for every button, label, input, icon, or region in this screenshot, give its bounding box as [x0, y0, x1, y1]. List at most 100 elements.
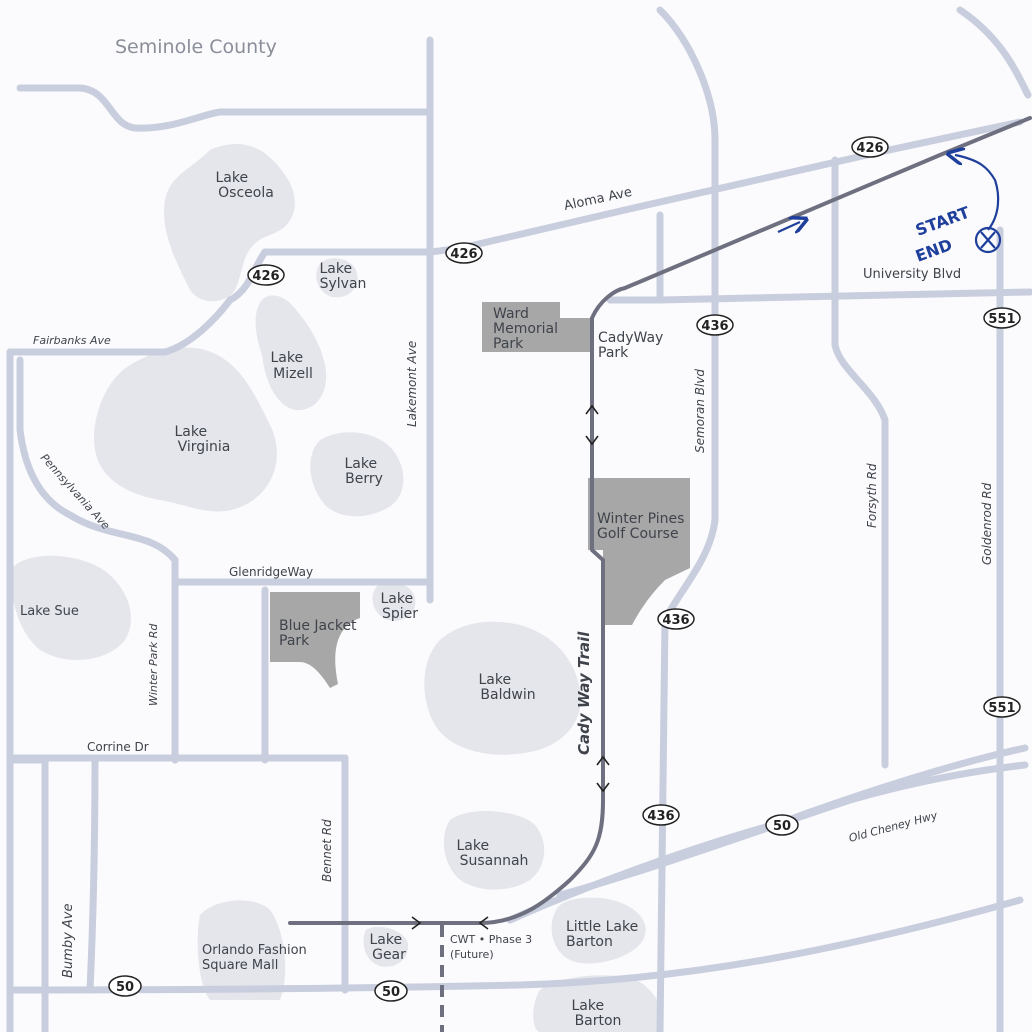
lakes	[10, 144, 662, 1032]
lake-spier-label: Lake Spier	[380, 591, 418, 622]
svg-text:50: 50	[116, 980, 134, 995]
lake-mizell-label: Lake Mizell	[270, 350, 312, 382]
goldenrod-rd-label: Goldenrod Rd	[980, 482, 994, 565]
bennet-rd-label: Bennet Rd	[320, 819, 334, 882]
road-sw-connector	[6, 756, 49, 1032]
svg-text:50: 50	[773, 819, 791, 834]
cadyway-park-label: CadyWay Park	[598, 330, 668, 361]
ward-park-label: Ward Memorial Park	[493, 306, 562, 352]
svg-text:551: 551	[988, 312, 1015, 327]
winter-pines-label: Winter Pines Golf Course	[597, 511, 689, 542]
blue-jacket-shape	[270, 592, 360, 688]
chevron-down-icon	[585, 435, 599, 446]
shield-436-north: 436	[696, 314, 734, 336]
lake-virginia-shape	[94, 347, 277, 512]
lake-gear-shape	[363, 926, 409, 967]
svg-text:436: 436	[662, 613, 689, 628]
shield-426-west: 426	[247, 264, 285, 286]
lake-sylvan-shape	[316, 258, 358, 298]
road-upper-right	[956, 6, 1032, 99]
glenridge-way-label: GlenridgeWay	[229, 565, 313, 579]
shield-50-mid: 50	[374, 980, 408, 1002]
mall-area-shape	[197, 900, 286, 1000]
lake-berry-shape	[310, 432, 404, 517]
route-shields: 426 426 426 436 436 436 551 551	[108, 136, 1021, 1002]
start-end-x-icon	[974, 226, 1002, 254]
road-50	[6, 896, 1024, 994]
chevron-left-icon	[478, 916, 489, 930]
lake-susannah-label: Lake Susannah	[456, 838, 528, 869]
road-bumby	[86, 756, 99, 994]
winter-pines-shape	[588, 478, 690, 625]
shield-551-south: 551	[983, 696, 1021, 718]
cady-way-trail-label: Cady Way Trail	[575, 631, 593, 755]
road-semoran	[656, 6, 719, 1032]
lake-barton-shape	[533, 975, 662, 1032]
hand-loop-icon	[955, 155, 1000, 231]
svg-text:426: 426	[252, 269, 279, 284]
cwt-phase3-label: CWT • Phase 3 (Future)	[450, 933, 536, 961]
chevron-right-icon	[411, 916, 422, 930]
lake-osceola-shape	[164, 144, 295, 302]
road-pennsylvania	[16, 356, 179, 564]
lake-osceola-label: Lake Osceola	[215, 170, 273, 201]
svg-text:426: 426	[450, 247, 477, 262]
lake-sue-label: Lake Sue	[20, 604, 79, 619]
lake-baldwin-label: Lake Baldwin	[478, 672, 535, 703]
lake-sue-shape	[10, 555, 131, 661]
lake-sylvan-label: Lake Sylvan	[319, 261, 366, 292]
road-aloma	[261, 118, 1024, 256]
county-label: Seminole County	[115, 36, 277, 58]
fairbanks-ave-label: Fairbanks Ave	[33, 334, 111, 347]
shield-426-north: 426	[851, 136, 889, 158]
svg-text:436: 436	[701, 319, 728, 334]
lakemont-ave-label: Lakemont Ave	[405, 341, 419, 427]
bumby-ave-label: Bumby Ave	[61, 904, 76, 978]
shield-436-mid: 436	[657, 608, 695, 630]
university-blvd-label: University Blvd	[863, 267, 961, 282]
parks	[270, 302, 690, 688]
winter-park-rd-label: Winter Park Rd	[147, 623, 160, 706]
road-forsyth	[831, 156, 889, 769]
start-end-x-mark	[980, 231, 996, 249]
handwritten-marks	[777, 155, 1002, 254]
lake-little-barton-label: Little Lake Barton	[566, 919, 643, 950]
forsyth-rd-label: Forsyth Rd	[865, 463, 879, 528]
cady-way-trail	[288, 116, 1032, 925]
lake-berry-label: Lake Berry	[344, 456, 382, 487]
chevron-down-icon	[596, 782, 610, 793]
lake-susannah-shape	[443, 810, 545, 890]
lake-virginia-label: Lake Virginia	[174, 424, 230, 455]
mall-label: Orlando Fashion Square Mall	[202, 943, 311, 973]
hand-start-label: START	[913, 203, 972, 240]
lake-mizell-shape	[255, 295, 327, 411]
corrine-dr-label: Corrine Dr	[87, 740, 149, 754]
chevron-up-icon	[585, 404, 599, 415]
hand-arrow-icon	[777, 222, 800, 232]
blue-jacket-label: Blue Jacket Park	[279, 618, 361, 649]
trail-main	[288, 116, 1032, 925]
lake-barton-label: Lake Barton	[571, 998, 621, 1029]
lake-spier-shape	[372, 582, 416, 621]
road-fairbanks	[6, 296, 234, 356]
shield-50-west: 50	[108, 975, 142, 997]
chevron-up-icon	[596, 755, 610, 766]
ward-park-shape	[482, 302, 592, 352]
lake-gear-label: Lake Gear	[369, 932, 406, 963]
road-university	[606, 288, 1032, 304]
shield-551-north: 551	[983, 307, 1021, 329]
svg-text:551: 551	[988, 701, 1015, 716]
lake-little-barton-shape	[551, 897, 646, 964]
road-north-loop	[16, 84, 434, 132]
old-cheney-hwy-label: Old Cheney Hwy	[847, 809, 939, 845]
trail-chevrons	[411, 404, 610, 930]
shield-50-east: 50	[765, 814, 799, 836]
svg-text:50: 50	[382, 985, 400, 1000]
svg-text:426: 426	[856, 141, 883, 156]
lake-baldwin-shape	[424, 621, 581, 755]
svg-text:436: 436	[647, 809, 674, 824]
shield-436-south: 436	[642, 804, 680, 826]
semoran-blvd-label: Semoran Blvd	[693, 369, 707, 453]
shield-426-mid: 426	[445, 242, 483, 264]
